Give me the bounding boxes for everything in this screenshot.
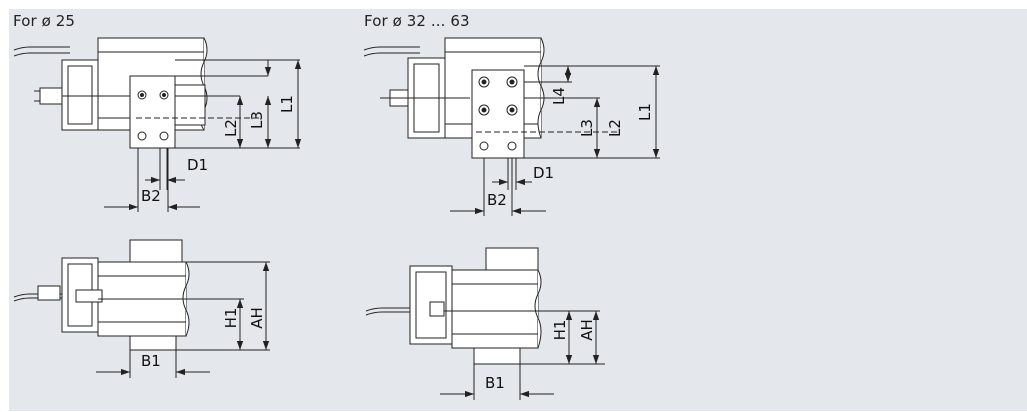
label-B1-d25: B1 [141,352,161,370]
label-L1-d32: L1 [636,103,654,121]
caption-diameter-25: For ø 25 [13,12,76,30]
label-AH-d32: AH [578,319,596,341]
label-B2-d32: B2 [487,191,507,209]
side-view-d25 [13,239,270,378]
cable [13,46,70,51]
label-L2-d32: L2 [606,119,624,137]
top-view-d25 [13,37,302,212]
label-H1-d25: H1 [222,308,240,329]
top-view-d32-63 [363,37,660,216]
label-H1-d32: H1 [551,320,569,341]
label-D1-d32: D1 [533,164,554,182]
label-L3-d32: L3 [578,119,596,137]
label-B2-d25: B2 [141,187,161,205]
label-L2-d25: L2 [222,119,240,137]
label-L4-d32: L4 [550,87,568,105]
label-AH-d25: AH [248,307,266,329]
caption-diameter-32-63: For ø 32 ... 63 [364,12,470,30]
label-B1-d32: B1 [485,374,505,392]
side-view-d32-63 [365,247,605,400]
label-L1-d25: L1 [278,95,296,113]
label-L3-d25: L3 [248,111,266,129]
label-D1-d25: D1 [187,156,208,174]
mounting-foot-large [473,347,521,365]
mounting-foot [129,335,177,351]
dimension-labels: L2 L3 L1 D1 B2 H1 AH B1 L4 L3 L2 L1 D1 B… [141,87,654,392]
